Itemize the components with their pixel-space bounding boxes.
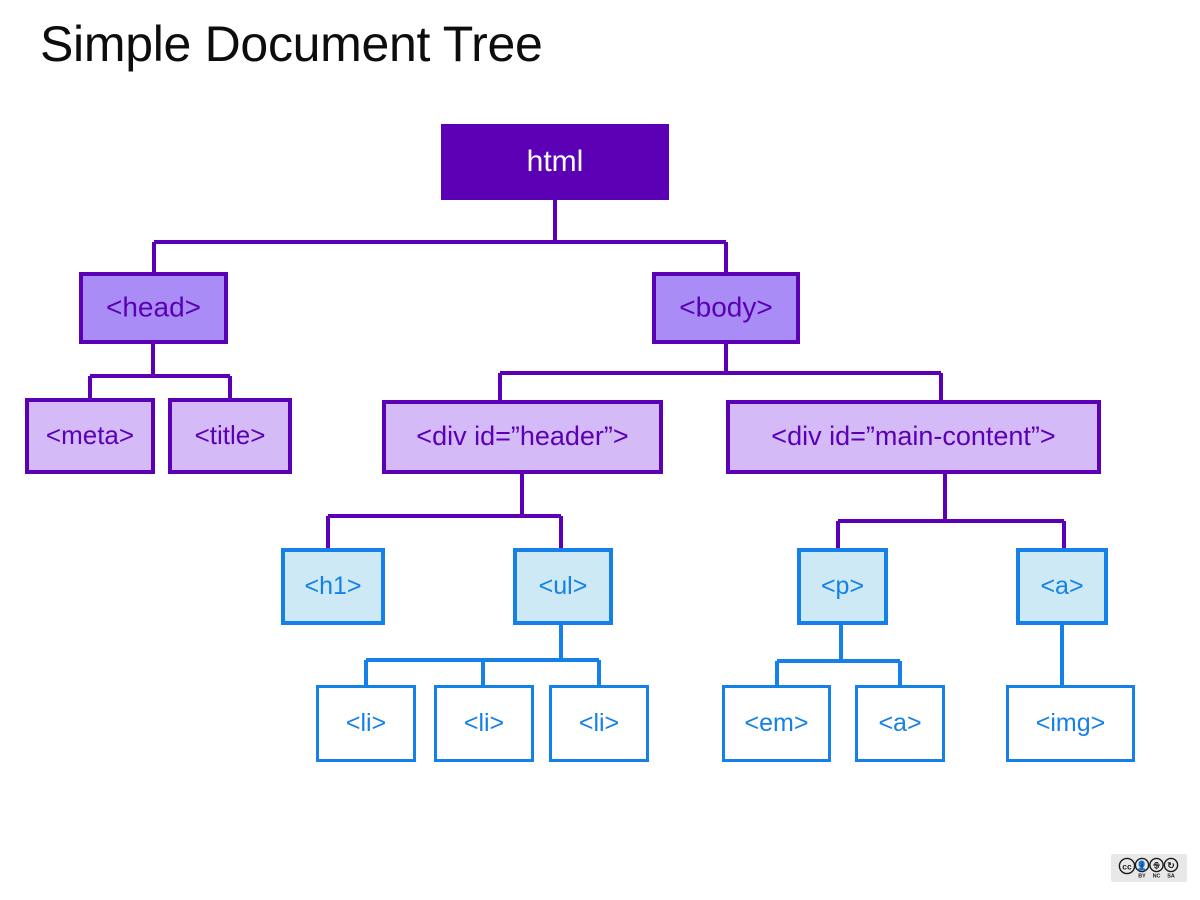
node-box-body <box>652 272 800 344</box>
tree-node-em[interactable]: <em> <box>722 685 831 762</box>
node-label-a-main: <a> <box>1040 572 1083 600</box>
node-box-em <box>722 685 831 762</box>
tree-node-h1[interactable]: <h1> <box>281 548 385 625</box>
tree-node-ul[interactable]: <ul> <box>513 548 613 625</box>
tree-connectors <box>88 200 1066 685</box>
node-label-meta: <meta> <box>46 420 134 450</box>
node-label-title: <title> <box>195 420 266 450</box>
svg-text:NC: NC <box>1153 874 1161 880</box>
tree-nodes: html <head> <body> <meta> <title> <div id=”he… <box>25 124 1135 762</box>
node-box-meta <box>25 398 155 474</box>
node-box-ul <box>513 548 613 625</box>
node-label-img: <img> <box>1036 709 1105 737</box>
svg-text:↻: ↻ <box>1167 861 1175 871</box>
node-box-li-1 <box>316 685 416 762</box>
node-box-img <box>1006 685 1135 762</box>
node-label-h1: <h1> <box>304 572 361 600</box>
node-label-body: <body> <box>679 291 772 322</box>
tree-connector-ul-to-li <box>364 625 601 685</box>
tree-node-div-header[interactable]: <div id=”header”> <box>382 400 663 474</box>
node-label-li-3: <li> <box>579 709 619 737</box>
svg-text:i: i <box>1141 861 1143 871</box>
node-label-html: html <box>527 145 584 178</box>
node-box-h1 <box>281 548 385 625</box>
tree-node-a-inner[interactable]: <a> <box>855 685 945 762</box>
tree-node-li-2[interactable]: <li> <box>434 685 534 762</box>
node-box-html <box>441 124 669 200</box>
page-title: Simple Document Tree <box>40 16 543 72</box>
node-label-head: <head> <box>106 291 201 322</box>
tree-node-meta[interactable]: <meta> <box>25 398 155 474</box>
tree-node-div-main-content[interactable]: <div id=”main-content”> <box>726 400 1101 474</box>
node-box-p <box>797 548 888 625</box>
svg-text:BY: BY <box>1138 874 1146 880</box>
node-box-a-main <box>1016 548 1108 625</box>
node-box-div-header <box>382 400 663 474</box>
node-box-div-main-content <box>726 400 1101 474</box>
tree-connector-divheader-to-children <box>326 474 563 548</box>
tree-connector-divmain-to-children <box>836 474 1066 548</box>
tree-node-li-3[interactable]: <li> <box>549 685 649 762</box>
node-label-a-inner: <a> <box>878 709 921 737</box>
node-label-em: <em> <box>745 709 809 737</box>
svg-text:cc: cc <box>1122 862 1132 872</box>
node-box-li-3 <box>549 685 649 762</box>
node-label-div-header: <div id=”header”> <box>416 421 628 451</box>
tree-node-img[interactable]: <img> <box>1006 685 1135 762</box>
tree-node-p[interactable]: <p> <box>797 548 888 625</box>
tree-connector-p-to-children <box>775 625 902 685</box>
node-box-li-2 <box>434 685 534 762</box>
tree-node-li-1[interactable]: <li> <box>316 685 416 762</box>
node-label-div-main-content: <div id=”main-content”> <box>771 421 1055 451</box>
cc-by-nc-sa-badge[interactable]: cc 👤 i $ ↻ BY NC SA <box>1111 854 1187 882</box>
node-box-head <box>79 272 228 344</box>
tree-node-head[interactable]: <head> <box>79 272 228 344</box>
node-label-li-1: <li> <box>346 709 386 737</box>
tree-node-title[interactable]: <title> <box>168 398 292 474</box>
node-box-a-inner <box>855 685 945 762</box>
creative-commons-icon: cc 👤 i $ ↻ BY NC SA <box>1118 857 1179 880</box>
tree-connector-body-to-children <box>498 344 943 400</box>
node-label-li-2: <li> <box>464 709 504 737</box>
svg-text:SA: SA <box>1167 874 1175 880</box>
tree-connector-head-to-children <box>88 344 232 398</box>
node-label-ul: <ul> <box>539 572 588 600</box>
tree-connector-html-to-children <box>152 200 728 272</box>
tree-node-body[interactable]: <body> <box>652 272 800 344</box>
node-box-title <box>168 398 292 474</box>
tree-node-html[interactable]: html <box>441 124 669 200</box>
svg-text:👤: 👤 <box>1136 859 1147 870</box>
node-label-p: <p> <box>821 572 864 600</box>
tree-node-a-main[interactable]: <a> <box>1016 548 1108 625</box>
